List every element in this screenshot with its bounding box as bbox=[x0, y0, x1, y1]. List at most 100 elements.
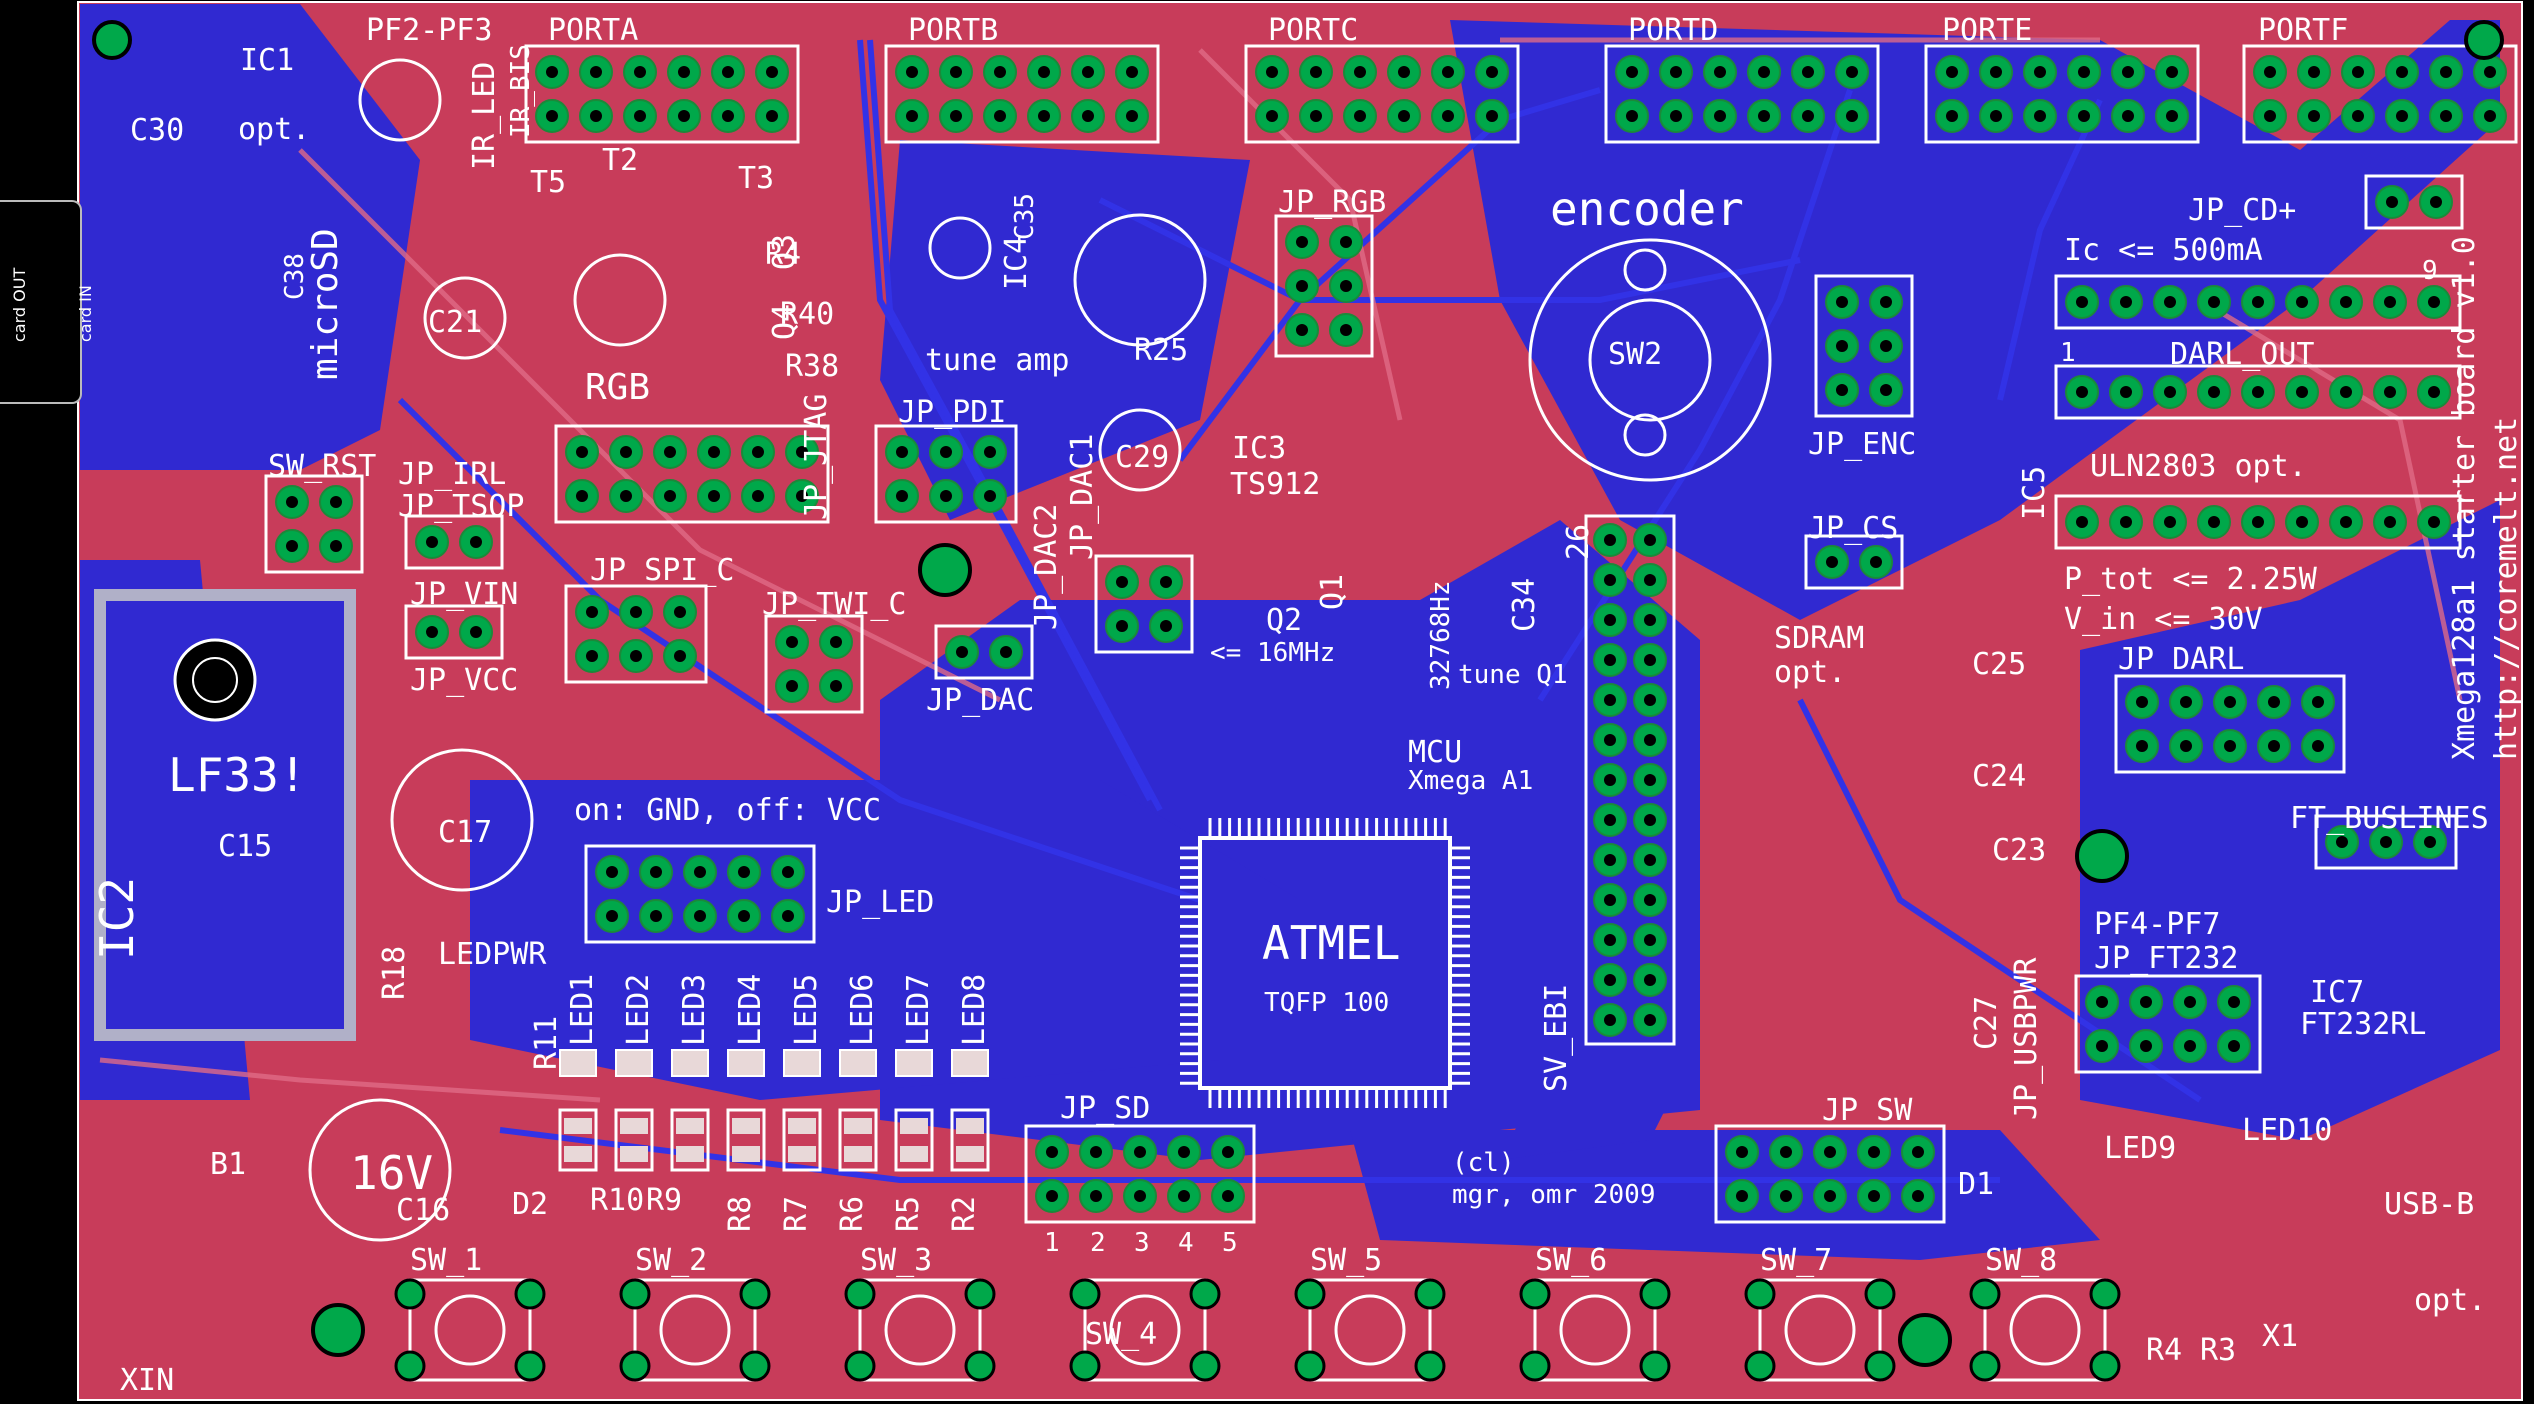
resistor-outline bbox=[670, 1108, 710, 1172]
switch-label: SW_2 bbox=[635, 1243, 708, 1278]
resistor-outline bbox=[726, 1108, 766, 1172]
jp-sw-label: JP_SW bbox=[1822, 1093, 1913, 1128]
lf33-regulator bbox=[94, 589, 356, 1041]
xin-label: XIN bbox=[120, 1363, 175, 1398]
jp-enc-label: JP_ENC bbox=[1808, 427, 1917, 462]
jp-spi-c-label: JP_SPI_C bbox=[590, 553, 735, 588]
ic1-label: IC1 bbox=[240, 43, 295, 78]
switch-actuator bbox=[1559, 1294, 1631, 1366]
ir-led-label: IR_LED bbox=[467, 61, 502, 170]
port-header-4-outline bbox=[1924, 44, 2200, 144]
switch-pad bbox=[1294, 1278, 1326, 1310]
tune-q1-label: tune Q1 bbox=[1458, 660, 1568, 690]
portb-label: PORTB bbox=[908, 13, 999, 48]
v-in-label: V_in <= 30V bbox=[2064, 602, 2263, 637]
switch-pad bbox=[619, 1278, 651, 1310]
resistor-pad bbox=[900, 1146, 928, 1162]
led-label: LED2 bbox=[621, 973, 656, 1046]
r38-label: R38 bbox=[785, 349, 840, 384]
switch-label: SW_1 bbox=[410, 1243, 483, 1278]
led-body bbox=[671, 1049, 709, 1077]
resistor-pad bbox=[564, 1118, 592, 1134]
ic5-label: IC5 bbox=[2017, 465, 2052, 520]
sdram-label: SDRAM bbox=[1774, 621, 1865, 656]
switch-pad bbox=[1639, 1350, 1671, 1382]
d1-label: D1 bbox=[1958, 1167, 1995, 1202]
jp-dac2-label: JP_DAC2 bbox=[1029, 503, 1064, 630]
resistor-pad bbox=[732, 1146, 760, 1162]
switch-pad bbox=[844, 1278, 876, 1310]
r10-label: R10 bbox=[590, 1183, 645, 1218]
ledpwr-label: LEDPWR bbox=[438, 937, 547, 972]
t2-label: T2 bbox=[602, 143, 639, 178]
x1-label: X1 bbox=[2262, 1319, 2299, 1354]
switch-pad bbox=[1864, 1350, 1896, 1382]
switch-pad bbox=[394, 1350, 426, 1382]
usb-opt-label: opt. bbox=[2414, 1283, 2487, 1318]
resistor-outline bbox=[950, 1108, 990, 1172]
jp-sd-pin1: 1 bbox=[1044, 1228, 1060, 1258]
jp-dac-label: JP_DAC bbox=[926, 683, 1035, 718]
sv-ebi-header-outline bbox=[1584, 514, 1676, 1046]
pf4-pf7-label: PF4-PF7 bbox=[2094, 907, 2221, 942]
jp-ft232-label: JP_FT232 bbox=[2094, 941, 2239, 976]
ft232rl-label: FT232RL bbox=[2300, 1007, 2427, 1042]
switch-pad bbox=[1519, 1350, 1551, 1382]
sv-ebi-label: SV_EBI bbox=[1539, 983, 1574, 1092]
led10-label: LED10 bbox=[2242, 1113, 2333, 1148]
c15-label: C15 bbox=[218, 829, 273, 864]
ft-buslines-header-outline bbox=[2314, 814, 2458, 870]
switch-pad bbox=[844, 1350, 876, 1382]
ic4-label: IC4 bbox=[999, 235, 1034, 290]
credit-authors: mgr, omr 2009 bbox=[1452, 1180, 1656, 1210]
switch-pad bbox=[619, 1350, 651, 1382]
port-header-2-outline bbox=[1244, 44, 1520, 144]
switch-label: SW_3 bbox=[860, 1243, 933, 1278]
ft-buslines-label: FT_BUSLINES bbox=[2290, 801, 2489, 836]
switch-pad bbox=[739, 1350, 771, 1382]
jp-cs-header-outline bbox=[1804, 534, 1904, 590]
switch-pad bbox=[1639, 1278, 1671, 1310]
jp-cd-header-outline bbox=[2364, 174, 2464, 230]
jp-jtag-label: JP_JTAG bbox=[799, 393, 834, 520]
q1-label: Q1 bbox=[1315, 573, 1350, 610]
resistor-pad bbox=[676, 1118, 704, 1134]
jp-pdi-header-outline bbox=[874, 424, 1018, 524]
led-body bbox=[783, 1049, 821, 1077]
sw-rst-header-outline bbox=[264, 474, 364, 574]
switch-pad bbox=[2089, 1278, 2121, 1310]
jp-sd-pin4: 4 bbox=[1178, 1228, 1194, 1258]
atmel-logo: ATMEL bbox=[1262, 916, 1401, 970]
switch-label: SW_8 bbox=[1985, 1243, 2058, 1278]
switch-pad bbox=[1189, 1350, 1221, 1382]
r5-label: R5 bbox=[891, 1195, 926, 1232]
jp-tsop-label: JP_TSOP bbox=[398, 489, 525, 524]
c29-label: C29 bbox=[1115, 440, 1170, 475]
r8-label: R8 bbox=[723, 1195, 758, 1232]
resistor-outline bbox=[838, 1108, 878, 1172]
jp-vin-label: JP_VIN bbox=[410, 577, 519, 612]
resistor-pad bbox=[788, 1118, 816, 1134]
c34-label: C34 bbox=[1507, 577, 1542, 632]
uln2803-label: ULN2803 opt. bbox=[2090, 449, 2307, 484]
switch-label: SW_6 bbox=[1535, 1243, 1608, 1278]
c30-label: C30 bbox=[130, 113, 185, 148]
d2-label: D2 bbox=[512, 1187, 549, 1222]
resistor-outline bbox=[782, 1108, 822, 1172]
resistor-pad bbox=[732, 1118, 760, 1134]
jp-darl-label: JP_DARL bbox=[2118, 642, 2245, 677]
led-label: LED6 bbox=[845, 973, 880, 1046]
jp-sw-header-outline bbox=[1714, 1124, 1946, 1224]
led-label: LED8 bbox=[957, 973, 992, 1046]
switch-pad bbox=[739, 1278, 771, 1310]
switch-pad bbox=[964, 1278, 996, 1310]
switch-actuator bbox=[434, 1294, 506, 1366]
card-out-label: card OUT bbox=[10, 267, 29, 342]
port-header-3-outline bbox=[1604, 44, 1880, 144]
c24-label: C24 bbox=[1972, 759, 2027, 794]
switch-pad bbox=[1744, 1278, 1776, 1310]
mcu-label: MCU bbox=[1408, 735, 1463, 770]
c21-label: C21 bbox=[428, 305, 483, 340]
resistor-pad bbox=[844, 1118, 872, 1134]
portd-label: PORTD bbox=[1628, 13, 1719, 48]
